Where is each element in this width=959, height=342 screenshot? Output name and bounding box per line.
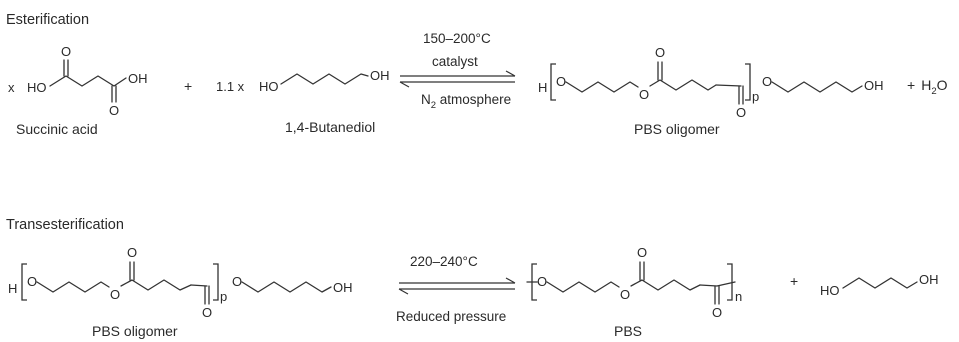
pbs-bracket-right <box>727 263 733 301</box>
oligomer-carbonyl-bottom <box>738 85 744 105</box>
oligomer-chain-1 <box>565 81 639 93</box>
water-byproduct: +H2O <box>907 77 948 97</box>
reactant-oh-end: OH <box>333 280 353 295</box>
pbs-oligomer-label-1: PBS oligomer <box>634 121 720 137</box>
succinic-acid-structure: x HO O OH O Succinic acid <box>8 44 148 137</box>
pbs-label: PBS <box>614 323 642 339</box>
reactant-carbonyl-bottom <box>204 285 210 305</box>
diol-skeleton-bonds <box>280 73 369 85</box>
pbs-carbonyl-bottom <box>714 285 720 305</box>
oligomer-h-end: H <box>538 80 547 95</box>
reactant-oxygen-bottom: O <box>202 305 212 320</box>
reactant-oxygen-top: O <box>127 245 137 260</box>
oligomer-chain-3 <box>715 84 742 87</box>
forward-arrow <box>400 70 516 77</box>
reactant-bracket-right <box>213 263 219 301</box>
reactant-oxygen-2: O <box>110 287 120 302</box>
acid-carbonyl-bottom <box>111 85 117 103</box>
pbs-carbonyl-top <box>639 261 645 281</box>
esterification-temperature: 150–200°C <box>423 31 491 46</box>
acid-oxygen-bottom: O <box>109 103 119 118</box>
reactant-chain-1 <box>36 281 110 293</box>
oligomer-oxygen-3: O <box>762 74 772 89</box>
oligomer-oxygen-2: O <box>639 87 649 102</box>
esterification-equilibrium-arrow: 150–200°C catalyst N2 atmosphere <box>399 31 516 111</box>
byproduct-ho-label: HO <box>820 283 840 298</box>
pbs-oxygen-1: O <box>537 274 547 289</box>
esterification-reaction: Esterification x HO O OH O Succinic acid… <box>6 12 948 137</box>
acid-skeleton-bonds <box>49 75 127 87</box>
acid-carbonyl-top <box>63 59 69 77</box>
pbs-oxygen-top: O <box>637 245 647 260</box>
transesterification-equilibrium-arrow: 220–240°C Reduced pressure <box>396 254 516 324</box>
diol-ho-label: HO <box>259 79 279 94</box>
oligomer-oh-end: OH <box>864 78 884 93</box>
butanediol-structure: 1.1 x HO OH 1,4-Butanediol <box>216 68 390 135</box>
reactant-h-end: H <box>8 281 17 296</box>
pbs-oligomer-product: H O O O O p O OH PBS oligomer <box>538 45 884 137</box>
oligomer-oxygen-1: O <box>556 74 566 89</box>
water-formula: +H2O <box>907 77 948 97</box>
reactant-oxygen-3: O <box>232 274 242 289</box>
reactant-chain-2 <box>120 279 192 291</box>
butanediol-byproduct: HO OH <box>820 272 939 298</box>
byproduct-skeleton-bonds <box>842 277 918 289</box>
pbs-oxygen-2: O <box>620 287 630 302</box>
reactant-repeat-p: p <box>220 289 227 304</box>
pbs-oligomer-reactant: H O O O O p O OH PBS oligomer <box>8 245 353 339</box>
pbs-chain-2 <box>630 279 701 291</box>
reactant-carbonyl-top <box>129 261 135 281</box>
pbs-chain-3 <box>699 281 736 287</box>
reverse-arrow-2 <box>398 288 515 295</box>
plus-sign-1: + <box>184 78 192 94</box>
oligomer-oxygen-bottom: O <box>736 105 746 120</box>
oligomer-chain-4 <box>771 81 863 93</box>
acid-oxygen-top: O <box>61 44 71 59</box>
oligomer-carbonyl-top <box>657 61 663 81</box>
esterification-catalyst: catalyst <box>432 54 478 69</box>
reactant-chain-3 <box>190 284 208 287</box>
transesterification-reaction: Transesterification H O O O O p O OH PBS… <box>6 217 939 339</box>
pbs-polymer-product: O O O O n PBS <box>526 245 742 339</box>
plus-sign-2: + <box>790 273 798 289</box>
oligomer-repeat-p: p <box>752 89 759 104</box>
oligomer-bracket-right <box>745 63 751 101</box>
acid-oh-label: OH <box>128 71 148 86</box>
succinic-acid-label: Succinic acid <box>16 121 98 137</box>
reactant-oxygen-1: O <box>27 274 37 289</box>
transesterification-title: Transesterification <box>6 217 124 233</box>
acid-coefficient: x <box>8 80 15 95</box>
reverse-arrow <box>399 81 515 88</box>
esterification-title: Esterification <box>6 12 89 28</box>
byproduct-oh-label: OH <box>919 272 939 287</box>
reactant-chain-4 <box>241 281 332 293</box>
transesterification-temperature: 220–240°C <box>410 254 478 269</box>
oligomer-bracket-left <box>550 63 556 101</box>
pbs-repeat-n: n <box>735 289 742 304</box>
diol-coefficient: 1.1 x <box>216 79 245 94</box>
oligomer-chain-2 <box>649 79 717 91</box>
pbs-oxygen-bottom: O <box>712 305 722 320</box>
acid-ho-label: HO <box>27 80 47 95</box>
pbs-chain-1 <box>546 281 620 293</box>
esterification-atmosphere: N2 atmosphere <box>421 92 511 111</box>
reactant-bracket-left <box>21 263 27 301</box>
oligomer-oxygen-top: O <box>655 45 665 60</box>
diol-oh-label: OH <box>370 68 390 83</box>
transesterification-pressure: Reduced pressure <box>396 309 506 324</box>
pbs-oligomer-label-2: PBS oligomer <box>92 323 178 339</box>
forward-arrow-2 <box>399 277 516 284</box>
butanediol-label: 1,4-Butanediol <box>285 119 375 135</box>
